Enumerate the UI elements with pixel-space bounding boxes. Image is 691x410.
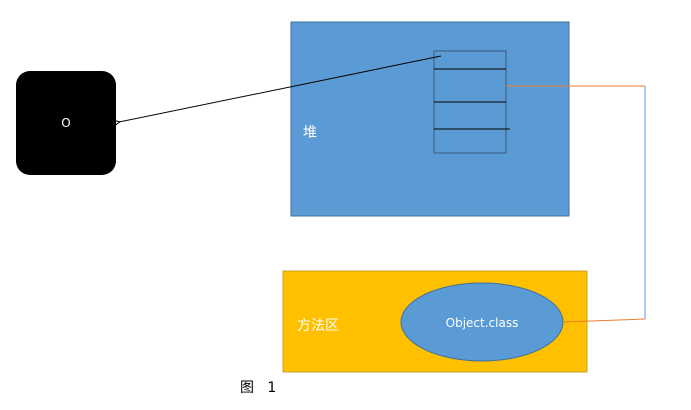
heap-label: 堆 xyxy=(303,125,317,141)
object-node-label: O xyxy=(61,116,70,130)
reference-arrow xyxy=(119,55,442,122)
object-class-node: Object.class xyxy=(400,282,564,362)
class-pointer-connector xyxy=(506,85,646,323)
heap-box xyxy=(290,21,570,217)
heap-region: 堆 xyxy=(290,21,570,217)
object-node-box xyxy=(16,71,116,175)
method-area-region: 方法区 Object.class xyxy=(282,270,588,373)
method-area-label: 方法区 xyxy=(297,318,339,334)
figure-caption: 图 1 xyxy=(240,380,277,396)
object-class-label: Object.class xyxy=(446,316,519,330)
heap-slot-table xyxy=(433,50,510,154)
object-node: O xyxy=(16,71,116,175)
class-link-bottom xyxy=(562,318,646,323)
